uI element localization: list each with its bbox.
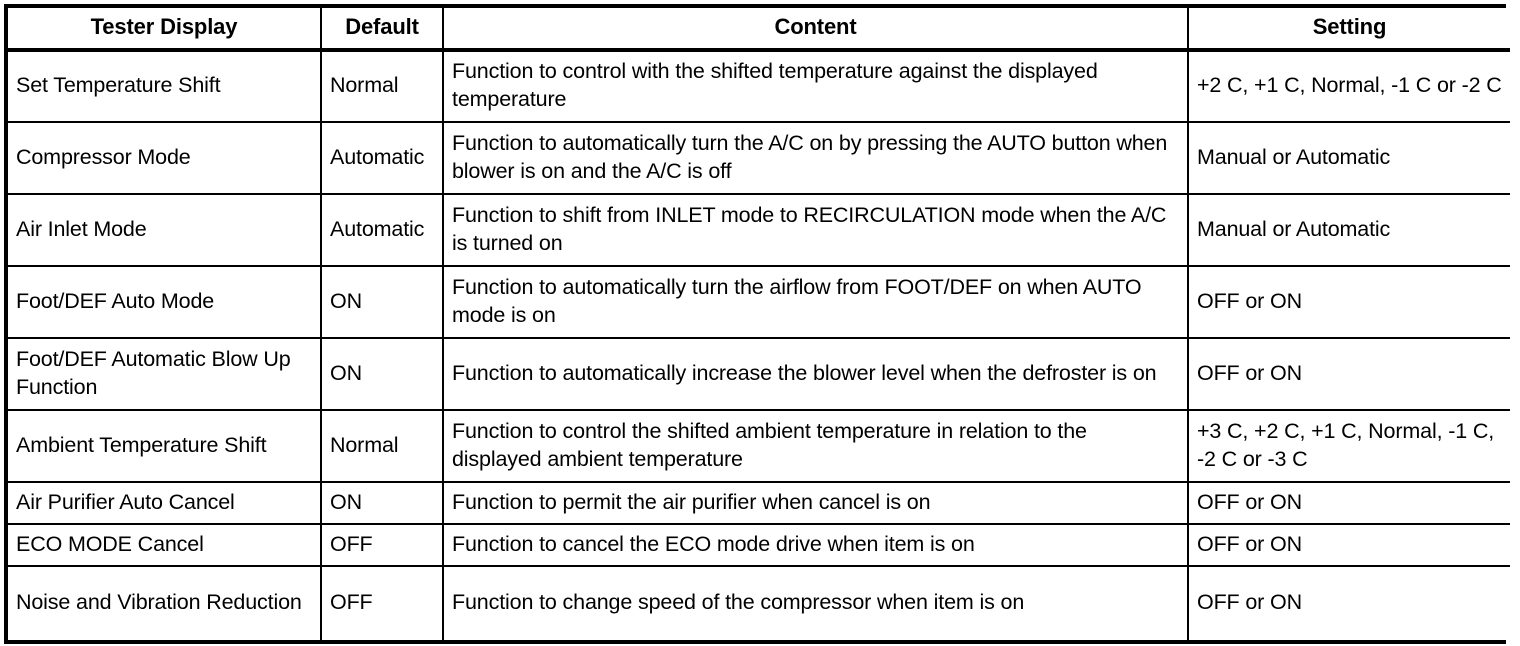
cell-default: ON (321, 482, 444, 525)
cell-content: Function to automatically increase the b… (443, 338, 1189, 411)
cell-default: OFF (321, 566, 444, 640)
table-row: Air Purifier Auto Cancel ON Function to … (8, 482, 1510, 525)
cell-content: Function to automatically turn the A/C o… (443, 122, 1189, 195)
table-row: Ambient Temperature Shift Normal Functio… (8, 410, 1510, 483)
cell-tester-display: Compressor Mode (8, 122, 322, 195)
cell-content: Function to change speed of the compress… (443, 566, 1189, 640)
cell-default: OFF (321, 524, 444, 567)
table-row: Set Temperature Shift Normal Function to… (8, 50, 1510, 123)
cell-default: Automatic (321, 194, 444, 267)
cell-tester-display: Air Inlet Mode (8, 194, 322, 267)
table-row: Compressor Mode Automatic Function to au… (8, 122, 1510, 195)
cell-default: ON (321, 266, 444, 339)
cell-tester-display: Air Purifier Auto Cancel (8, 482, 322, 525)
cell-setting: OFF or ON (1197, 590, 1302, 615)
cell-tester-display: Foot/DEF Auto Mode (8, 266, 322, 339)
table-body: Set Temperature Shift Normal Function to… (8, 50, 1510, 640)
cell-setting: +3 C, +2 C, +1 C, Normal, -1 C, -2 C or … (1188, 410, 1510, 483)
cell-tester-display: Foot/DEF Automatic Blow Up Function (8, 338, 322, 411)
column-header-setting: Setting (1188, 8, 1510, 52)
cell-default: Automatic (321, 122, 444, 195)
table-row: Air Inlet Mode Automatic Function to shi… (8, 194, 1510, 267)
cell-setting: OFF or ON (1188, 524, 1510, 567)
cell-content: Function to automatically turn the airfl… (443, 266, 1189, 339)
column-header-tester-display: Tester Display (8, 8, 322, 52)
cell-setting: +2 C, +1 C, Normal, -1 C or -2 C (1188, 50, 1510, 123)
cell-tester-display: ECO MODE Cancel (8, 524, 322, 567)
cell-setting: OFF or ON (1188, 338, 1510, 411)
tester-display-settings-table: Tester Display Default Content Setting S… (8, 8, 1510, 640)
cell-default: Normal (321, 50, 444, 123)
cell-tester-display: Set Temperature Shift (8, 50, 322, 123)
table-header-row: Tester Display Default Content Setting (8, 8, 1510, 52)
cell-content: Function to control with the shifted tem… (443, 50, 1189, 123)
cell-content: Function to permit the air purifier when… (443, 482, 1189, 525)
cell-setting: Manual or Automatic (1188, 122, 1510, 195)
cell-content: Function to control the shifted ambient … (443, 410, 1189, 483)
table-row: Foot/DEF Auto Mode ON Function to automa… (8, 266, 1510, 339)
cell-setting: OFF or ON (1188, 482, 1510, 525)
cell-default: Normal (321, 410, 444, 483)
cell-content: Function to cancel the ECO mode drive wh… (443, 524, 1189, 567)
table-row: Noise and Vibration Reduction OFF Functi… (8, 566, 1510, 640)
table-row: ECO MODE Cancel OFF Function to cancel t… (8, 524, 1510, 567)
cell-default: ON (321, 338, 444, 411)
table-row: Foot/DEF Automatic Blow Up Function ON F… (8, 338, 1510, 411)
column-header-content: Content (443, 8, 1189, 52)
column-header-default: Default (321, 8, 444, 52)
cell-setting: OFF or ON (1188, 266, 1510, 339)
table-header: Tester Display Default Content Setting (8, 8, 1510, 52)
cell-tester-display: Ambient Temperature Shift (8, 410, 322, 483)
cell-tester-display: Noise and Vibration Reduction (8, 566, 322, 640)
cell-setting: Manual or Automatic (1188, 194, 1510, 267)
spec-table-container: Tester Display Default Content Setting S… (4, 4, 1510, 644)
cell-content: Function to shift from INLET mode to REC… (443, 194, 1189, 267)
